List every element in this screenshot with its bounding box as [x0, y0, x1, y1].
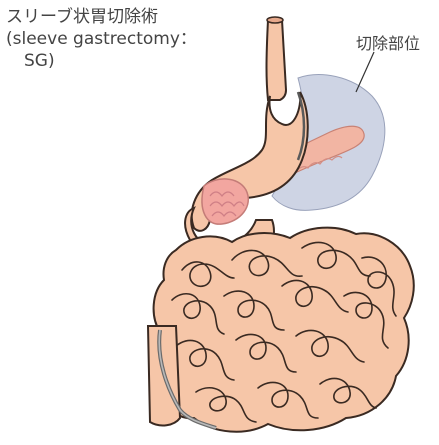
esophagus-opening — [267, 17, 283, 23]
esophagus — [267, 20, 287, 100]
pancreas-head — [202, 179, 248, 224]
label-leader-line — [356, 52, 374, 92]
